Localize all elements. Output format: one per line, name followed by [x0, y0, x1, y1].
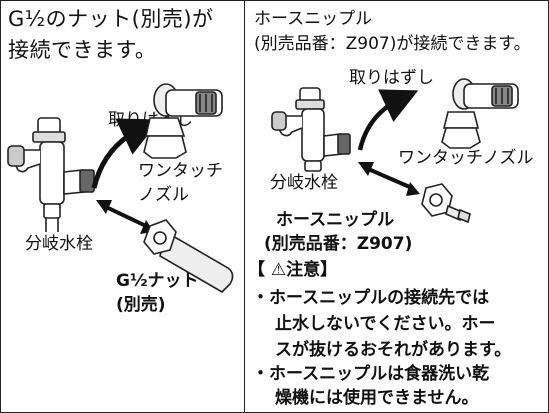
left-nut-label-line2: (別売)	[116, 295, 166, 315]
left-nozzle-label-line1: ワンタッチ	[138, 161, 223, 181]
left-nozzle-label-line2: ノズル	[138, 185, 189, 205]
left-connect-arrow-icon	[96, 200, 154, 234]
caution-note-line5: 燥機には使用できません。	[275, 388, 479, 408]
left-remove-arrow-icon	[91, 118, 161, 189]
right-nipple-label-line1: ホースニップル	[276, 210, 395, 230]
right-connect-arrow-icon	[358, 162, 420, 196]
left-faucet-label: 分岐水栓	[25, 234, 93, 254]
panel-divider	[244, 0, 245, 413]
caution-note-line4: ・ホースニップルは食器洗い乾	[252, 364, 490, 384]
left-nut-icon	[143, 219, 234, 294]
right-heading-line2: (別売品番：Z907)が接続できます。	[254, 34, 531, 54]
right-remove-label: 取りはずし	[349, 68, 434, 88]
right-nipple-icon	[421, 183, 471, 224]
right-nipple-label-line2: (別売品番：Z907)	[264, 234, 413, 254]
right-heading-line1: ホースニップル	[254, 9, 373, 29]
right-faucet-icon	[271, 87, 351, 172]
right-faucet-label: 分岐水栓	[270, 173, 338, 193]
left-heading-line2: 接続できます。	[8, 38, 157, 62]
left-faucet-icon	[7, 117, 95, 232]
left-heading-line1: G½のナット(別売)が	[8, 7, 214, 31]
left-nut-label-line1: G½ナット	[116, 271, 199, 291]
right-nozzle-label: ワンタッチノズル	[398, 148, 534, 168]
right-remove-arrow-icon	[357, 89, 419, 151]
right-nozzle-icon	[441, 78, 519, 149]
caution-note-line1: ・ホースニップルの接続先では	[252, 288, 490, 308]
caution-note-line3: スが抜けるおそれがあります。	[275, 340, 512, 360]
caution-title: 【 ⚠注意】	[248, 260, 338, 280]
caution-note-line2: 止水しないでください。ホー	[275, 314, 496, 334]
left-nozzle-icon	[143, 83, 223, 159]
